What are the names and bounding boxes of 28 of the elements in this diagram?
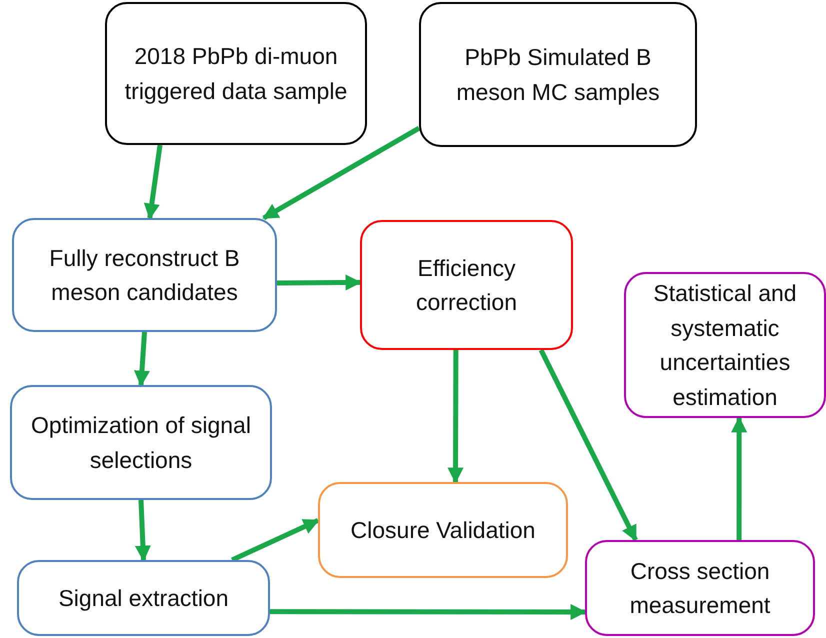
arrow <box>134 500 151 562</box>
process-box <box>105 2 367 145</box>
process-box <box>10 385 272 500</box>
process-box <box>624 272 826 418</box>
arrow <box>144 144 162 220</box>
process-box <box>12 218 277 332</box>
arrow <box>276 274 362 290</box>
step-label: Fully reconstruct B meson candidates <box>48 244 241 307</box>
process-box <box>318 482 568 578</box>
arrow <box>731 416 748 540</box>
step-label: PbPb Simulated B meson MC samples <box>455 43 661 107</box>
step-label: Statistical and systematic uncertainties estimation <box>652 279 798 412</box>
arrow <box>231 518 320 562</box>
step-label: Optimization of signal selections <box>30 411 252 474</box>
arrow <box>270 604 587 620</box>
step-label: Signal extraction <box>58 584 229 613</box>
process-box <box>360 220 573 350</box>
step-label: Efficiency correction <box>415 254 518 317</box>
arrow <box>134 332 150 387</box>
process-box <box>17 560 270 636</box>
step-label: Closure Validation <box>350 516 536 545</box>
arrow <box>448 350 464 484</box>
step-label: Cross section measurement <box>628 556 772 620</box>
arrow <box>538 348 638 542</box>
process-box <box>419 2 697 147</box>
process-box <box>585 540 815 636</box>
arrow <box>262 126 420 220</box>
step-label: 2018 PbPb di-muon triggered data sample <box>124 42 348 106</box>
